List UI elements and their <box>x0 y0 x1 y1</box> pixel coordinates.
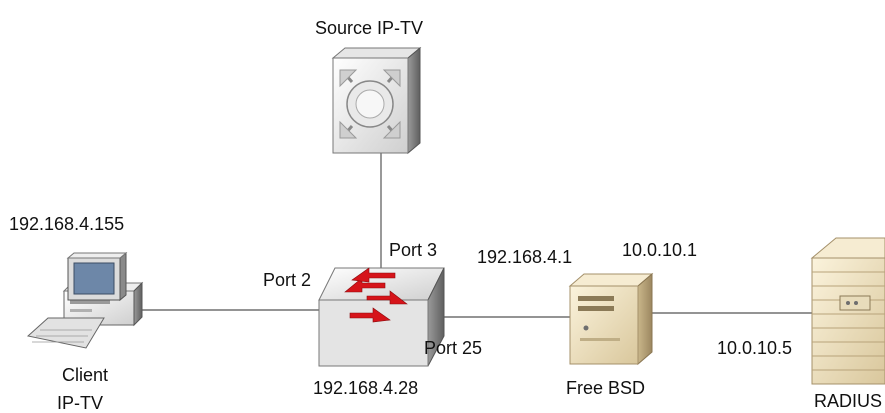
rack-server-icon <box>810 237 885 385</box>
tower-server-icon <box>568 272 654 366</box>
freebsd-ip-right-label: 10.0.10.1 <box>622 240 698 260</box>
freebsd-ip-left-label: 192.168.4.1 <box>477 247 573 267</box>
switch-arrows <box>344 267 408 323</box>
port-2-label: Port 2 <box>263 270 312 290</box>
client-label-line2: IP-TV <box>56 393 103 413</box>
desktop-computer-icon <box>26 251 144 349</box>
freebsd-label: Free BSD <box>566 378 646 398</box>
port-25-label: Port 25 <box>424 338 483 358</box>
network-switch-icon <box>318 267 445 367</box>
mainframe-server-icon <box>331 46 422 155</box>
source-label: Source IP-TV <box>315 18 424 38</box>
port-3-label: Port 3 <box>389 240 438 260</box>
radius-label: RADIUS <box>814 391 883 411</box>
client-ip-label: 192.168.4.155 <box>9 214 125 234</box>
client-label-line1: Client <box>61 365 109 385</box>
radius-ip-label: 10.0.10.5 <box>717 338 793 358</box>
switch-ip-label: 192.168.4.28 <box>313 378 419 398</box>
